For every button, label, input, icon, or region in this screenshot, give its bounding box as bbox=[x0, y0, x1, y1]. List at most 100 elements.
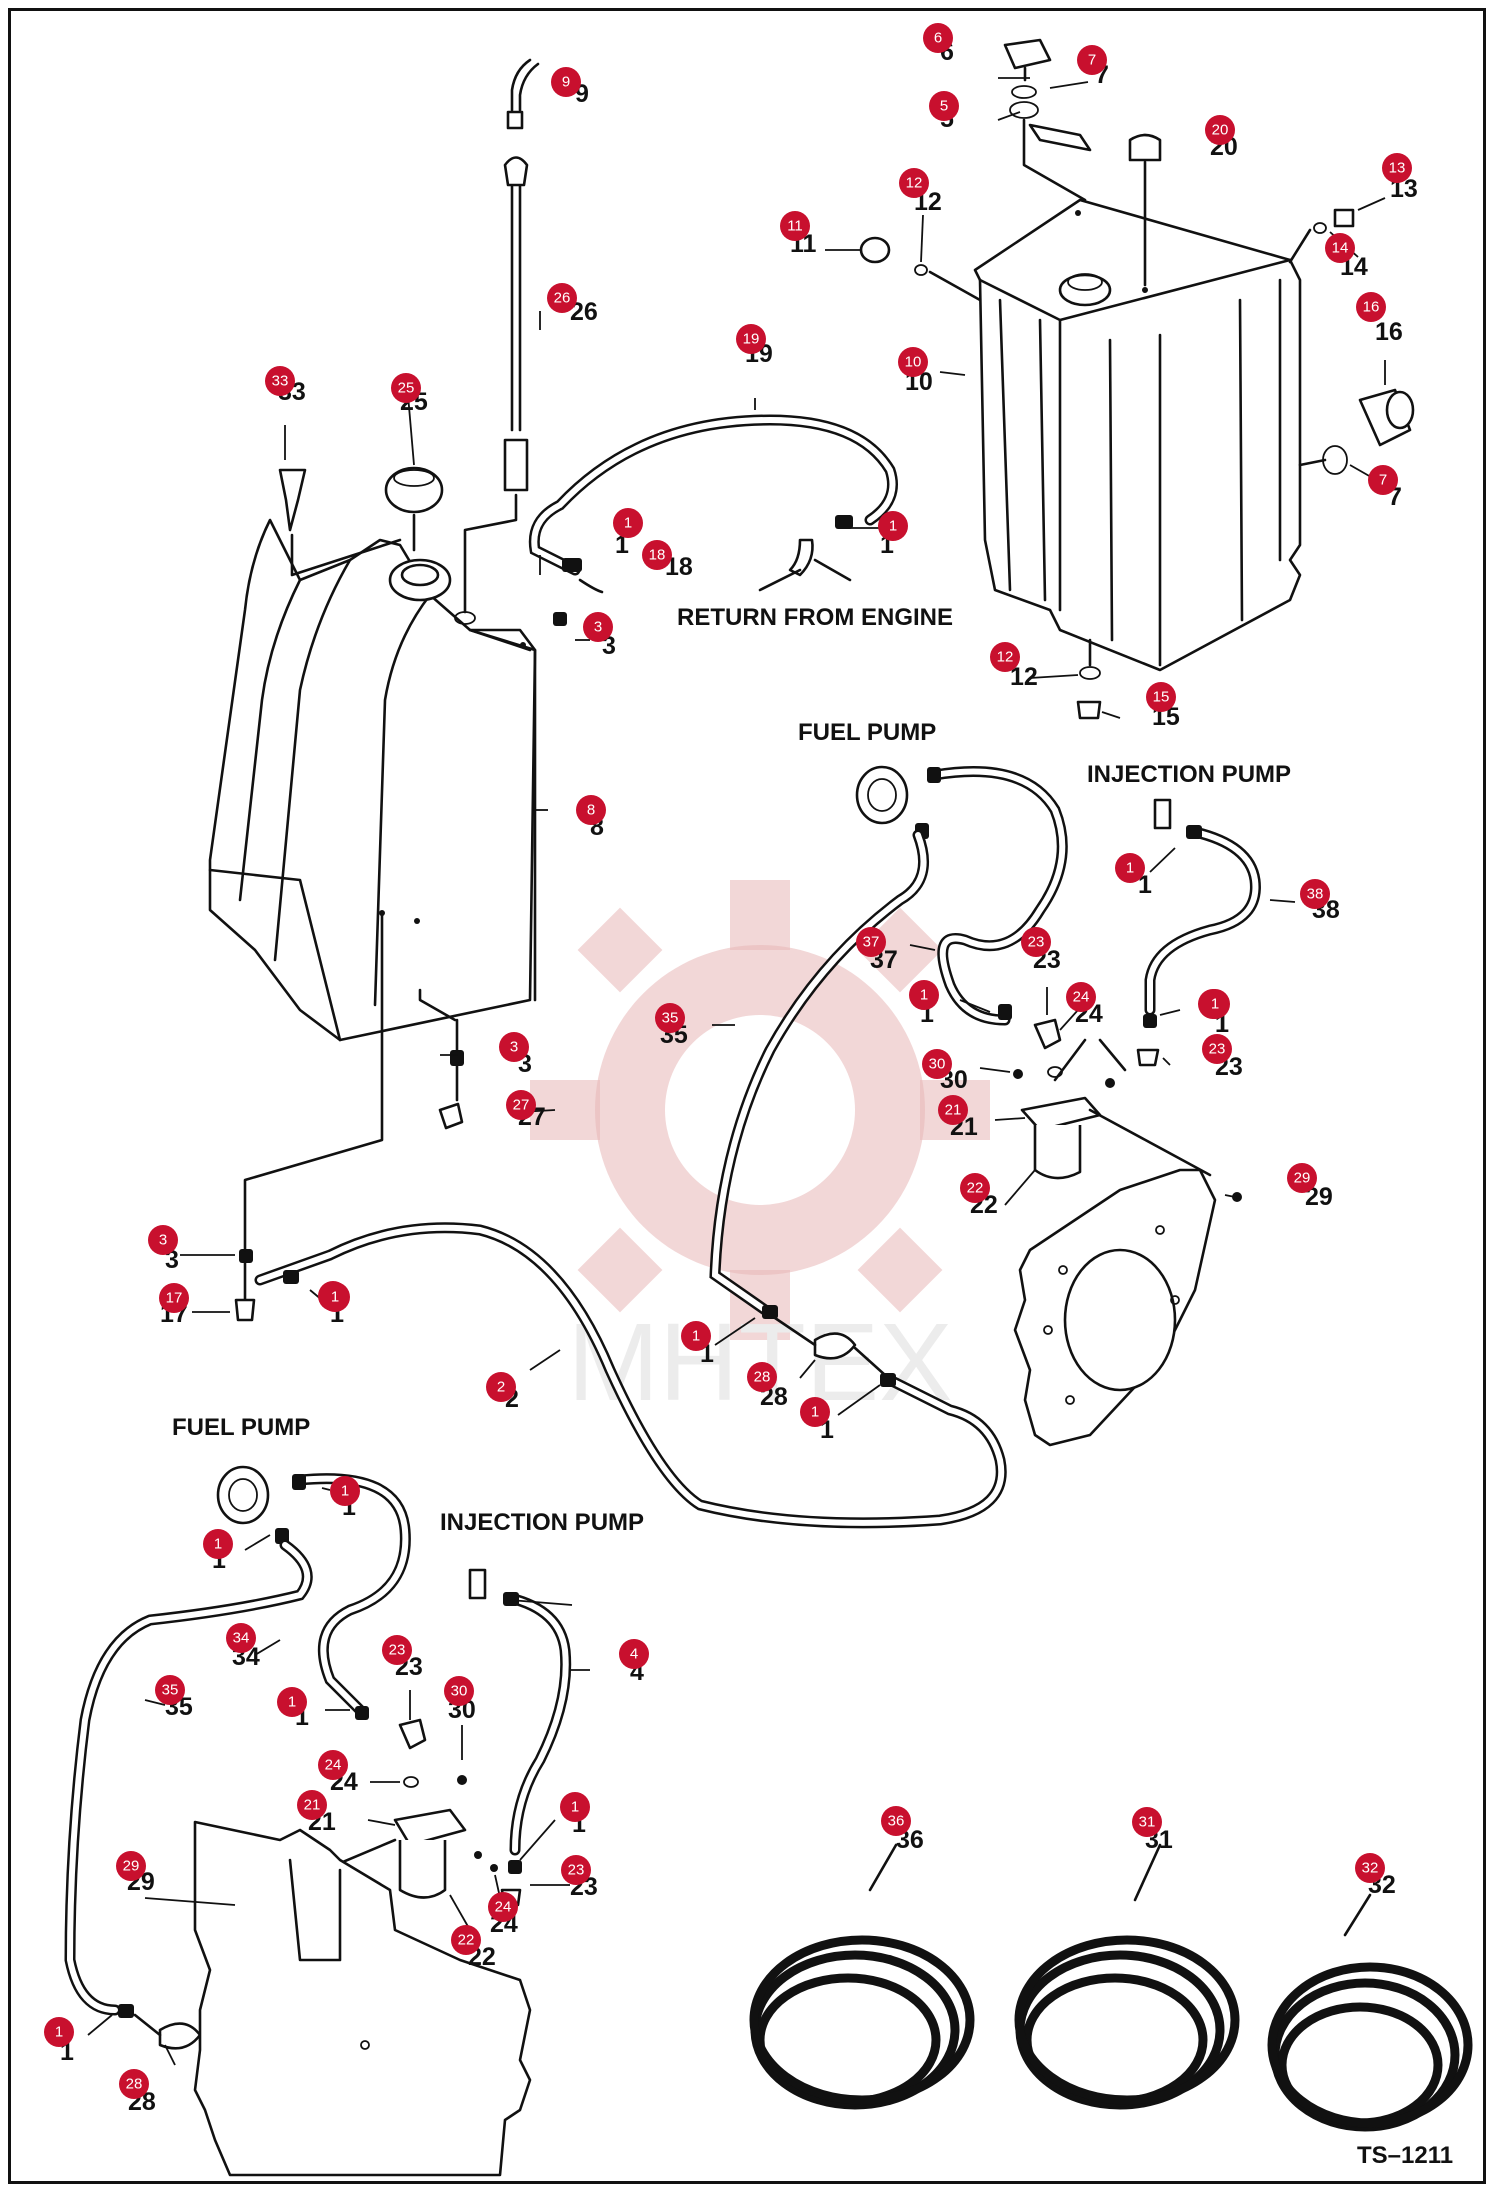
upper-fuel-pump bbox=[709, 765, 1068, 1319]
return-hose-19 bbox=[528, 414, 898, 594]
callout-bubble-number: 18 bbox=[649, 547, 666, 564]
caption-return-from-engine: RETURN FROM ENGINE bbox=[677, 604, 953, 631]
callout-bubble bbox=[736, 324, 766, 354]
upper-injection-pump bbox=[1136, 798, 1261, 1067]
callout-bubble bbox=[583, 612, 613, 642]
callout-bubble bbox=[619, 1639, 649, 1669]
callout-bubble-number: 6 bbox=[934, 30, 942, 47]
callout-bubble-number: 1 bbox=[214, 1536, 222, 1553]
callout-bubble-number: 30 bbox=[451, 1683, 468, 1700]
callout-bubble-number: 35 bbox=[162, 1682, 179, 1699]
callout-bubble bbox=[909, 980, 939, 1010]
callout-bubble-number: 20 bbox=[1212, 122, 1229, 139]
caption-injection-pump-lower: INJECTION PUMP bbox=[440, 1509, 644, 1536]
callout-bubble-number: 8 bbox=[587, 802, 595, 819]
callout-bubble bbox=[613, 508, 643, 538]
callout-bubble bbox=[382, 1635, 412, 1665]
upper-mounting-plate bbox=[1013, 1168, 1217, 1447]
callout-bubble bbox=[116, 1851, 146, 1881]
callout-bubble-number: 24 bbox=[495, 1899, 512, 1916]
callout-bubble bbox=[1356, 292, 1386, 322]
callout-bubble-number: 7 bbox=[1379, 472, 1387, 489]
callout-bubble bbox=[277, 1687, 307, 1717]
callout-bubble-number: 11 bbox=[787, 218, 803, 235]
callout-label: 1 bbox=[615, 531, 629, 559]
callout-bubble-number: 36 bbox=[888, 1813, 905, 1830]
callout-bubble bbox=[576, 795, 606, 825]
callout-bubble-number: 1 bbox=[889, 518, 897, 535]
callout-bubble bbox=[488, 1892, 518, 1922]
callout-part-p1n: 11 bbox=[560, 1792, 590, 1838]
callout-bubble bbox=[898, 347, 928, 377]
callout-bubble bbox=[203, 1529, 233, 1559]
callout-bubble bbox=[1146, 682, 1176, 712]
callout-bubble bbox=[506, 1090, 536, 1120]
callout-bubble-number: 4 bbox=[630, 1646, 638, 1663]
callout-bubble-number: 23 bbox=[1209, 1041, 1226, 1058]
callout-bubble-number: 38 bbox=[1307, 886, 1324, 903]
callout-part-p1l: 11 bbox=[203, 1529, 233, 1574]
callout-part-p5: 55 bbox=[929, 91, 959, 133]
callout-bubble-number: 30 bbox=[929, 1056, 946, 1073]
callout-bubble-number: 23 bbox=[389, 1642, 406, 1659]
lower-injection-pump bbox=[468, 1568, 572, 1907]
callout-bubble bbox=[929, 91, 959, 121]
callout-bubble bbox=[1368, 465, 1398, 495]
callout-bubble-number: 29 bbox=[1294, 1170, 1311, 1187]
callout-bubble-number: 32 bbox=[1362, 1860, 1379, 1877]
callout-bubble-number: 1 bbox=[920, 987, 928, 1004]
leader-lines bbox=[87, 77, 1386, 2066]
callout-bubble bbox=[486, 1372, 516, 1402]
callout-bubble-number: 28 bbox=[126, 2076, 143, 2093]
callout-bubble-number: 1 bbox=[811, 1404, 819, 1421]
callout-bubble-number: 3 bbox=[159, 1232, 167, 1249]
callout-bubble bbox=[923, 23, 953, 53]
callout-part-p1b: 11 bbox=[878, 511, 908, 559]
callout-part-p1a: 11 bbox=[613, 508, 643, 559]
right-fuel-tank bbox=[973, 198, 1302, 672]
callout-bubble bbox=[881, 1806, 911, 1836]
callout-part-p1o: 11 bbox=[44, 2017, 74, 2066]
callout-bubble-number: 15 bbox=[1153, 689, 1170, 706]
callout-bubble-number: 12 bbox=[906, 175, 923, 192]
callout-bubble bbox=[1325, 233, 1355, 263]
callout-bubble bbox=[1382, 153, 1412, 183]
callout-part-p4: 44 bbox=[619, 1639, 649, 1686]
captions: RETURN FROM ENGINE FUEL PUMP INJECTION P… bbox=[172, 604, 1453, 2169]
callout-bubble-number: 21 bbox=[945, 1102, 962, 1119]
callout-bubble-number: 37 bbox=[863, 934, 880, 951]
callout-bubble-number: 12 bbox=[997, 649, 1014, 666]
callout-part-p1k: 11 bbox=[330, 1476, 360, 1521]
callout-part-p3c: 33 bbox=[148, 1225, 179, 1274]
callout-bubble-number: 1 bbox=[1126, 860, 1134, 877]
callout-part-p9: 99 bbox=[551, 67, 589, 108]
callout-bubble-number: 21 bbox=[304, 1797, 321, 1814]
callout-bubble bbox=[551, 67, 581, 97]
callout-bubble bbox=[1202, 1034, 1232, 1064]
callout-part-p1d: 11 bbox=[1115, 853, 1152, 899]
